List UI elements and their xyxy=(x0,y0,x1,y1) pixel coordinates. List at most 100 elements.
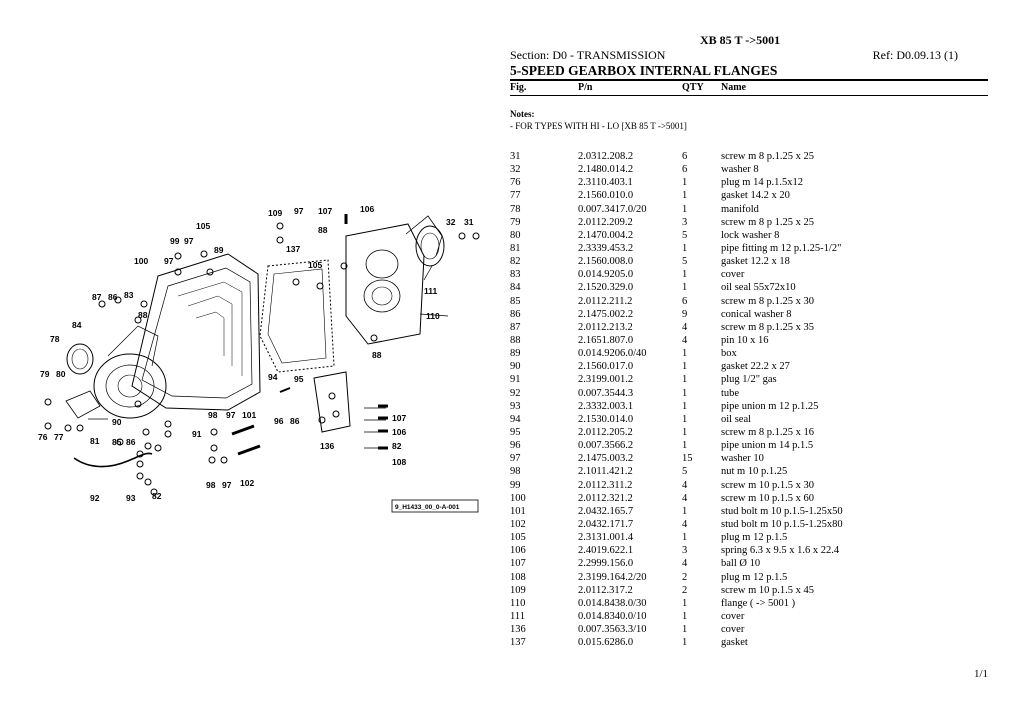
part-fig: 92 xyxy=(510,387,521,399)
part-name: plug m 12 p.1.5 xyxy=(721,532,788,544)
part-number: 0.015.6286.0 xyxy=(578,637,634,649)
part-name: ball Ø 10 xyxy=(721,558,761,570)
part-qty: 4 xyxy=(682,321,688,333)
callout-84: 84 xyxy=(72,320,82,330)
section-line: Section: D0 - TRANSMISSION Ref: D0.09.13… xyxy=(510,48,988,63)
part-name: stud bolt m 10 p.1.5-1.25x80 xyxy=(721,518,843,530)
part-number: 2.1560.017.0 xyxy=(578,361,634,373)
part-name: screw m 8 p.1.25 x 30 xyxy=(721,295,815,307)
part-number: 2.3199.164.2/20 xyxy=(578,571,647,583)
part-name: nut m 10 p.1.25 xyxy=(721,466,788,478)
part-number: 2.1560.008.0 xyxy=(578,256,634,268)
part-number: 0.007.3563.3/10 xyxy=(578,624,647,636)
part-name: pipe fitting m 12 p.1.25-1/2" xyxy=(721,242,842,254)
callout-88: 88 xyxy=(318,225,328,235)
part-fig: 108 xyxy=(510,571,526,583)
part-name: gasket 12.2 x 18 xyxy=(721,256,790,268)
callout-111: 111 xyxy=(424,286,438,296)
part-qty: 5 xyxy=(682,229,688,241)
column-header-fig: Fig. xyxy=(510,82,527,93)
part-number: 2.3131.001.4 xyxy=(578,532,634,544)
callout-108: 108 xyxy=(392,457,406,467)
callout-76: 76 xyxy=(38,432,48,442)
part-name: screw m 10 p.1.5 x 30 xyxy=(721,479,815,491)
part-fig: 80 xyxy=(510,229,521,241)
part-qty: 1 xyxy=(682,400,688,412)
callout-82: 82 xyxy=(392,441,402,451)
part-name: cover xyxy=(721,610,745,622)
part-qty: 2 xyxy=(682,571,688,583)
part-name: screw m 8 p 1.25 x 25 xyxy=(721,216,815,228)
part-name: gasket 14.2 x 20 xyxy=(721,190,790,202)
part-fig: 96 xyxy=(510,440,521,452)
part-qty: 1 xyxy=(682,440,688,452)
part-number: 2.0112.209.2 xyxy=(578,216,633,228)
part-fig: 97 xyxy=(510,453,521,465)
part-qty: 1 xyxy=(682,637,688,649)
part-fig: 91 xyxy=(510,374,521,386)
part-number: 2.1475.002.2 xyxy=(578,308,634,320)
part-fig: 109 xyxy=(510,584,526,596)
reference-label: Ref: D0.09.13 (1) xyxy=(872,48,958,62)
part-fig: 82 xyxy=(510,256,521,268)
notes-text: - FOR TYPES WITH HI - LO [XB 85 T ->5001… xyxy=(510,121,687,131)
part-name: screw m 8 p.1.25 x 35 xyxy=(721,321,815,333)
part-name: screw m 8 p.1.25 x 16 xyxy=(721,426,815,438)
image-ref-label: 9_H1433_00_0-A-001 xyxy=(395,504,460,511)
callout-83: 83 xyxy=(124,290,134,300)
callout-99: 99 xyxy=(170,236,180,246)
part-fig: 136 xyxy=(510,624,526,636)
part-qty: 15 xyxy=(682,453,693,465)
part-number: 0.014.9205.0 xyxy=(578,269,634,281)
callout-88-b: 88 xyxy=(138,310,148,320)
part-qty: 1 xyxy=(682,361,688,373)
part-number: 2.0312.208.2 xyxy=(578,151,634,162)
section-label: Section: D0 - TRANSMISSION xyxy=(510,48,666,62)
callout-78: 78 xyxy=(50,334,60,344)
callout-97-c: 97 xyxy=(164,256,174,266)
callout-110: 110 xyxy=(426,311,440,321)
part-number: 2.4019.622.1 xyxy=(578,545,634,557)
part-fig: 93 xyxy=(510,400,521,412)
column-header-rule xyxy=(510,95,988,96)
part-fig: 31 xyxy=(510,151,521,162)
callout-98-b: 98 xyxy=(206,480,216,490)
tube-92 xyxy=(73,452,153,468)
part-number: 2.1530.014.0 xyxy=(578,413,634,425)
part-name: gasket xyxy=(721,637,748,649)
callout-106: 106 xyxy=(360,204,374,214)
part-number: 2.1475.003.2 xyxy=(578,453,634,465)
callout-107: 107 xyxy=(318,206,332,216)
part-qty: 1 xyxy=(682,242,688,254)
part-fig: 78 xyxy=(510,203,521,215)
part-name: washer 10 xyxy=(721,453,764,465)
page-number: 1/1 xyxy=(973,668,988,680)
part-qty: 6 xyxy=(682,151,688,162)
callout-98: 98 xyxy=(208,410,218,420)
part-number: 2.0432.165.7 xyxy=(578,505,634,517)
callout-100: 100 xyxy=(134,256,148,266)
part-name: flange ( -> 5001 ) xyxy=(721,597,796,609)
part-name: manifold xyxy=(721,203,759,215)
part-fig: 110 xyxy=(510,597,526,609)
part-qty: 1 xyxy=(682,597,688,609)
part-qty: 1 xyxy=(682,348,688,360)
part-number: 2.3110.403.1 xyxy=(578,177,633,189)
part-fig: 77 xyxy=(510,190,521,202)
part-fig: 102 xyxy=(510,518,526,530)
